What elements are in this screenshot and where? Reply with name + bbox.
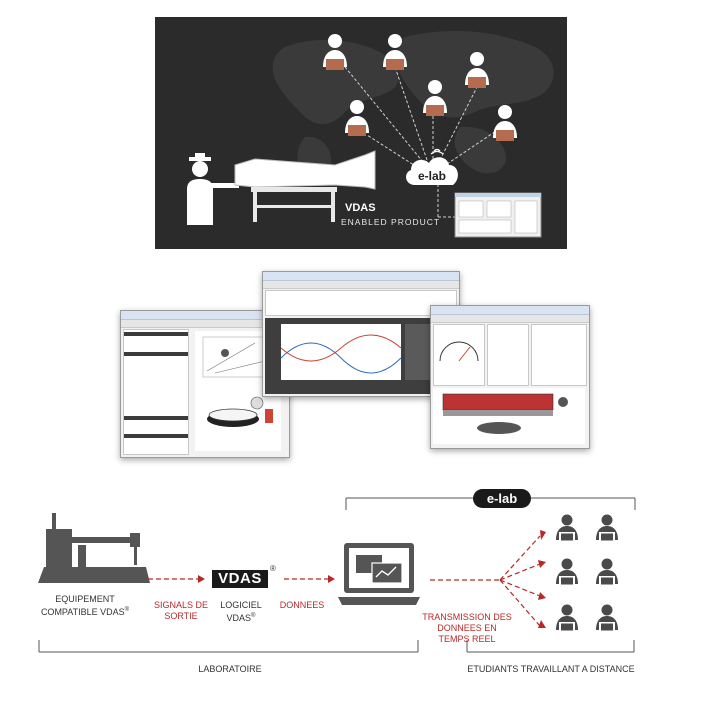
student-icon [596, 558, 618, 586]
equipment-label-line2: COMPATIBLE VDAS® [40, 607, 130, 617]
window-gauge [433, 324, 485, 386]
student-icon [596, 514, 618, 542]
student-icon [556, 514, 578, 542]
window-readout-table [531, 324, 587, 386]
signals-label-line1: SIGNALS DE [153, 600, 209, 610]
signals-label: SIGNALS DE SORTIE [146, 600, 216, 622]
students-bracket [466, 640, 635, 653]
elab-cloud-icon [406, 148, 458, 185]
remote-student-icon [493, 105, 517, 141]
transmission-label-line1: TRANSMISSION DES [422, 612, 512, 622]
students-grid [556, 514, 618, 632]
remote-student-icon [383, 34, 407, 70]
elab-logo-badge: e-lab [473, 489, 531, 508]
registered-mark: ® [251, 613, 256, 619]
lab-label: LABORATOIRE [198, 664, 262, 674]
window-menubar [431, 315, 589, 323]
student-icon [556, 604, 578, 632]
wind-tunnel-equipment [234, 150, 376, 222]
equipment-icon [38, 513, 150, 583]
teacher-icon [187, 153, 239, 225]
equipment-label: EQUIPEMENT COMPATIBLE VDAS® [20, 594, 150, 618]
software-thumbnail [454, 192, 542, 238]
registered-mark: ® [124, 607, 130, 613]
software-label-line2: VDAS® [226, 613, 256, 623]
vdas-registered-mark: ® [270, 564, 276, 573]
window-graph-area [265, 318, 455, 394]
vdas-badge [341, 201, 379, 214]
vdas-badge-caption: ENABLED PRODUCT [341, 217, 440, 227]
software-label-line1: LOGICIEL [220, 600, 262, 610]
remote-student-icon [423, 80, 447, 116]
elab-bracket [345, 497, 636, 510]
fanout-arrows [430, 530, 546, 628]
transmission-label-line3: TEMPS REEL [438, 634, 496, 644]
top-illustration: e-lab VDAS ENABLED PRODUCT [187, 31, 554, 238]
remote-student-icon [345, 100, 369, 136]
remote-student-icon [323, 34, 347, 70]
world-map-shape [272, 31, 554, 184]
student-icon [556, 558, 578, 586]
window-menubar [121, 320, 289, 328]
top-illustration-panel: e-lab VDAS ENABLED PRODUCT [155, 17, 567, 249]
lab-bracket [38, 640, 419, 653]
equipment-label-line1: EQUIPEMENT [55, 594, 115, 604]
window-titlebar [263, 272, 459, 281]
software-window-right [430, 305, 590, 449]
transmission-label: TRANSMISSION DES DONNEES EN TEMPS REEL [420, 612, 514, 645]
student-icon [596, 604, 618, 632]
transmission-label-line2: DONNEES EN [437, 623, 497, 633]
data-label: DONNEES [279, 600, 325, 610]
students-label: ETUDIANTS TRAVAILLANT A DISTANCE [467, 664, 635, 674]
software-window-left [120, 310, 290, 458]
window-titlebar [121, 311, 289, 320]
vdas-logo-block: VDAS [212, 570, 268, 588]
software-window-center [262, 271, 460, 397]
window-menubar [263, 281, 459, 289]
window-titlebar [431, 306, 589, 315]
window-equipment-view [433, 388, 585, 444]
window-side-panel [123, 329, 189, 455]
signals-label-line2: SORTIE [164, 611, 198, 621]
dashed-arrow [284, 575, 335, 583]
window-readout-table [487, 324, 529, 386]
laptop-icon [338, 543, 420, 605]
window-readouts [265, 290, 457, 316]
vdas-logo: VDAS [345, 202, 376, 214]
elab-logo: e-lab [418, 169, 446, 183]
software-label: LOGICIEL VDAS® [206, 600, 276, 624]
remote-student-icon [465, 52, 489, 88]
dashed-arrow [148, 575, 205, 583]
